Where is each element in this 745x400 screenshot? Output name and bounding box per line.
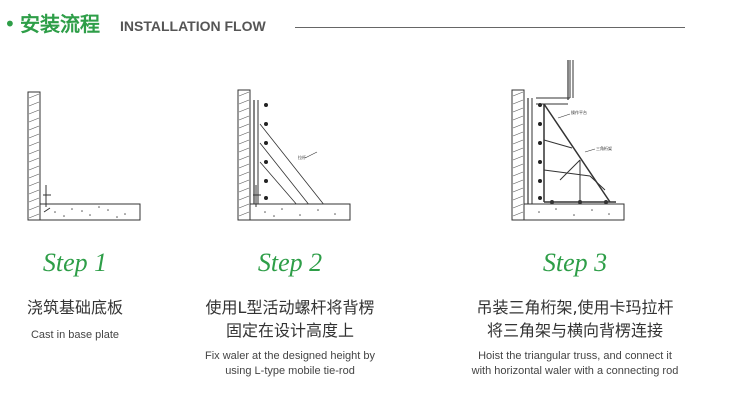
svg-text:操作平台: 操作平台 <box>571 109 587 115</box>
step-1: Step 1 浇筑基础底板 Cast in base plate <box>0 60 150 390</box>
step-1-diagram <box>27 91 141 221</box>
step-3-desc-en-line-1: Hoist the triangular truss, and connect … <box>478 350 672 362</box>
header-divider <box>295 27 685 28</box>
step-1-label: Step 1 <box>42 248 108 277</box>
step-3: 操作平台 三角桁架 Step 3 吊装三角桁架,使用卡玛拉杆 将三角架与横向背楞… <box>440 60 710 390</box>
svg-text:三角桁架: 三角桁架 <box>596 145 612 151</box>
step-2-title-cn-line-2: 固定在设计高度上 <box>225 321 354 340</box>
step-2-desc-en-line-2: using L-type mobile tie-rod <box>225 365 355 377</box>
step-2-title-cn-line-1: 使用L型活动螺杆将背楞 <box>205 298 375 317</box>
step-1-desc-en-line-1: Cast in base plate <box>30 329 120 341</box>
step-2-desc-en-line-1: Fix waler at the designed height by <box>205 350 375 362</box>
section-header: • 安装流程 INSTALLATION FLOW <box>0 8 745 38</box>
step-3-diagram: 操作平台 三角桁架 <box>511 60 625 221</box>
step-3-desc-en-line-2: with horizontal waler with a connecting … <box>471 365 679 377</box>
section-title-en: INSTALLATION FLOW <box>120 18 266 34</box>
step-3-title-cn-line-1: 吊装三角桁架,使用卡玛拉杆 <box>476 298 674 317</box>
step-2-diagram: 拉杆 <box>237 89 351 221</box>
step-2-label: Step 2 <box>257 248 323 277</box>
svg-text:拉杆: 拉杆 <box>298 154 306 160</box>
step-1-title-cn-line-1: 浇筑基础底板 <box>26 298 123 317</box>
step-3-title-cn-line-2: 将三角架与横向背楞连接 <box>486 321 663 340</box>
step-3-label: Step 3 <box>542 248 608 277</box>
step-2: 拉杆 Step 2 使用L型活动螺杆将背楞 固定在设计高度上 Fix waler… <box>180 60 400 390</box>
header-bullet: • <box>4 12 16 36</box>
section-title-cn: 安装流程 <box>20 12 100 36</box>
